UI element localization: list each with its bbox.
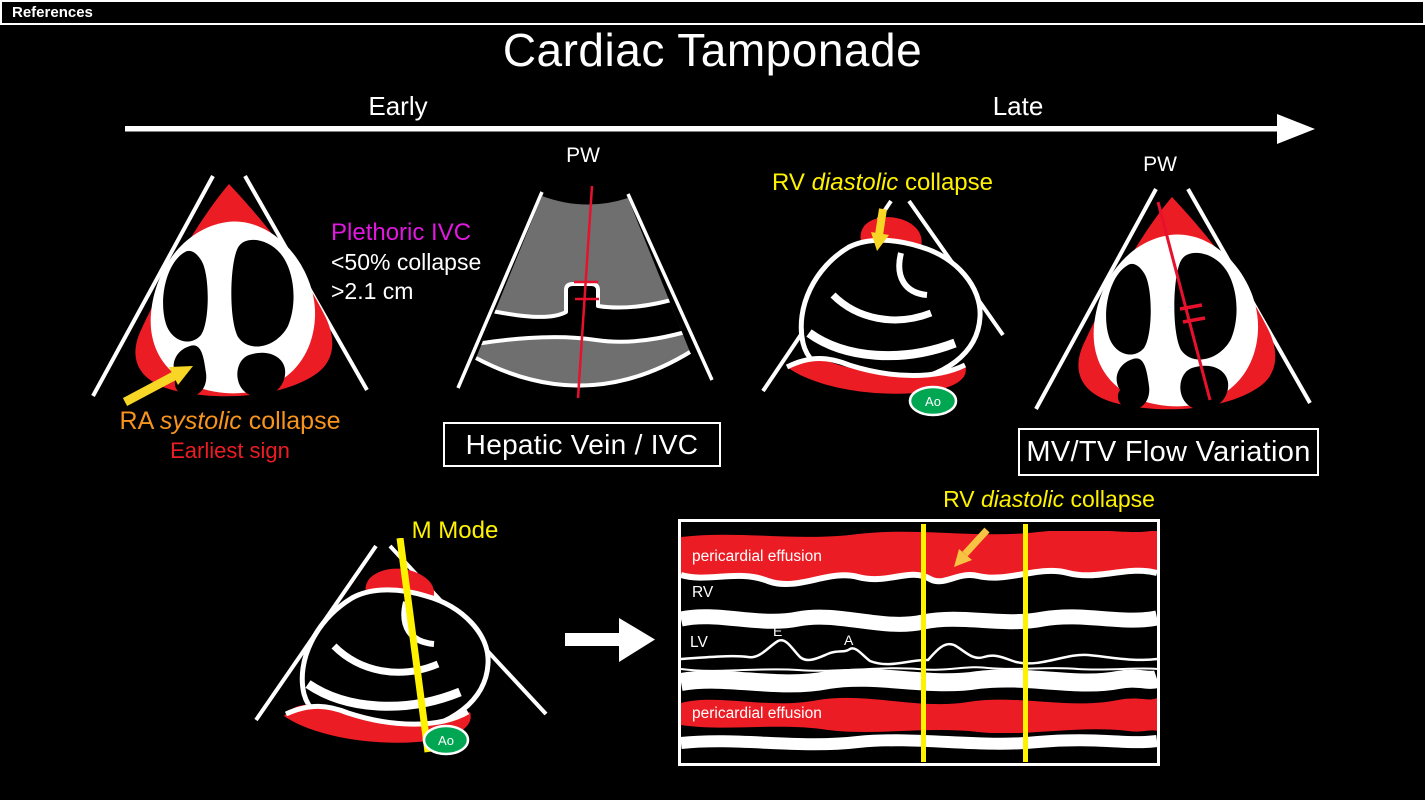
mv-tv-caption: MV/TV Flow Variation [1026, 435, 1311, 468]
m-mode-heart-illustration: Ao [254, 538, 548, 756]
plethoric-ivc-heading: Plethoric IVC [331, 219, 472, 246]
ra-label-italic: systolic [159, 407, 242, 435]
a-wave-label: A [844, 632, 854, 648]
rv-collapse-heart-illustration: Ao [761, 199, 1005, 417]
heart-chambers [1106, 252, 1237, 410]
timeline-early-label: Early [368, 91, 428, 121]
hepatic-vein-ivc-caption: Hepatic Vein / IVC [465, 428, 699, 460]
pericardium-trace [680, 734, 1158, 751]
rv-collapse-label: RV diastolic collapse [750, 169, 1015, 197]
rv-label-italic: diastolic [811, 169, 899, 196]
rv-anterior-wall-trace [680, 567, 1158, 588]
posterior-effusion-shape [787, 358, 966, 394]
ra-collapse-label: RA systolic collapse [85, 407, 375, 436]
fan-left-line [456, 191, 544, 389]
mitral-valve-trace-2 [680, 666, 1158, 672]
m-mode-tracing-panel: pericardial effusion RV LV E A pericardi… [678, 519, 1160, 766]
tracing-collapse-arrow-icon [954, 527, 990, 567]
mv-tv-heart-illustration [1034, 188, 1312, 410]
rv-collapse-arrow-icon [871, 208, 889, 251]
trace-label-pre: RV [943, 486, 982, 512]
fan-right-line [626, 193, 714, 381]
lv-band-label: LV [690, 634, 708, 651]
mv-tv-caption-box: MV/TV Flow Variation [1018, 428, 1319, 476]
rv-band-label: RV [692, 584, 714, 601]
m-mode-label: M Mode [411, 517, 499, 544]
mitral-valve-trace [680, 638, 1158, 666]
fan-left-line [91, 175, 215, 397]
aorta-marker [422, 724, 470, 756]
tracing-border [678, 519, 1160, 766]
rv-label-post: collapse [898, 169, 994, 196]
hepatic-vein-ivc-illustration [456, 185, 714, 399]
trace-label-italic: diastolic [981, 486, 1065, 512]
pw-cursor-icon [1156, 201, 1212, 401]
pericardial-effusion-bottom-label: pericardial effusion [692, 705, 822, 722]
rv-label-pre: RV [771, 169, 812, 196]
pericardial-effusion-top-label: pericardial effusion [692, 548, 822, 565]
ra-label-pre: RA [119, 407, 160, 435]
respiration-marker-line-1 [921, 524, 926, 762]
pw-label-mvtv: PW [1143, 153, 1177, 176]
e-wave-label: E [773, 623, 782, 639]
earliest-sign-label: Earliest sign [170, 438, 290, 463]
aorta-label: Ao [438, 733, 454, 748]
hepatic-vein-ivc-caption-box: Hepatic Vein / IVC [443, 422, 721, 467]
fan-left-line [1034, 188, 1158, 410]
references-button-label: References [12, 4, 93, 21]
pw-cursor-icon [574, 185, 599, 399]
page-title: Cardiac Tamponade [502, 24, 923, 76]
posterior-wall [284, 703, 470, 727]
m-mode-cursor-icon [396, 538, 432, 753]
pw-label-ivc: PW [566, 144, 600, 167]
ra-label-post: collapse [241, 407, 341, 435]
respiration-marker-line-2 [1023, 524, 1028, 762]
ivc-criterion-size: >2.1 cm [331, 278, 414, 304]
ivc-vessel-band [476, 280, 690, 350]
timeline-arrow-icon [125, 114, 1315, 144]
timeline-late-label: Late [992, 91, 1044, 121]
references-button[interactable]: References [0, 0, 1425, 25]
tracing-rv-collapse-label: RV diastolic collapse [935, 486, 1163, 512]
posterior-wall [785, 356, 967, 378]
ra-collapse-heart-illustration [91, 175, 369, 406]
aorta-label: Ao [925, 394, 941, 409]
flow-arrow-icon [565, 618, 655, 662]
heart-internal-walls [806, 252, 957, 361]
ra-collapse-arrow-icon [122, 366, 193, 406]
ivc-criterion-collapse: <50% collapse [331, 249, 482, 275]
heart-chambers [163, 239, 294, 397]
aorta-marker [908, 385, 958, 417]
septum-trace [679, 609, 1159, 632]
lv-posterior-wall-trace [679, 668, 1160, 693]
trace-label-post: collapse [1064, 486, 1155, 512]
sector-bottom-arc [475, 350, 692, 388]
